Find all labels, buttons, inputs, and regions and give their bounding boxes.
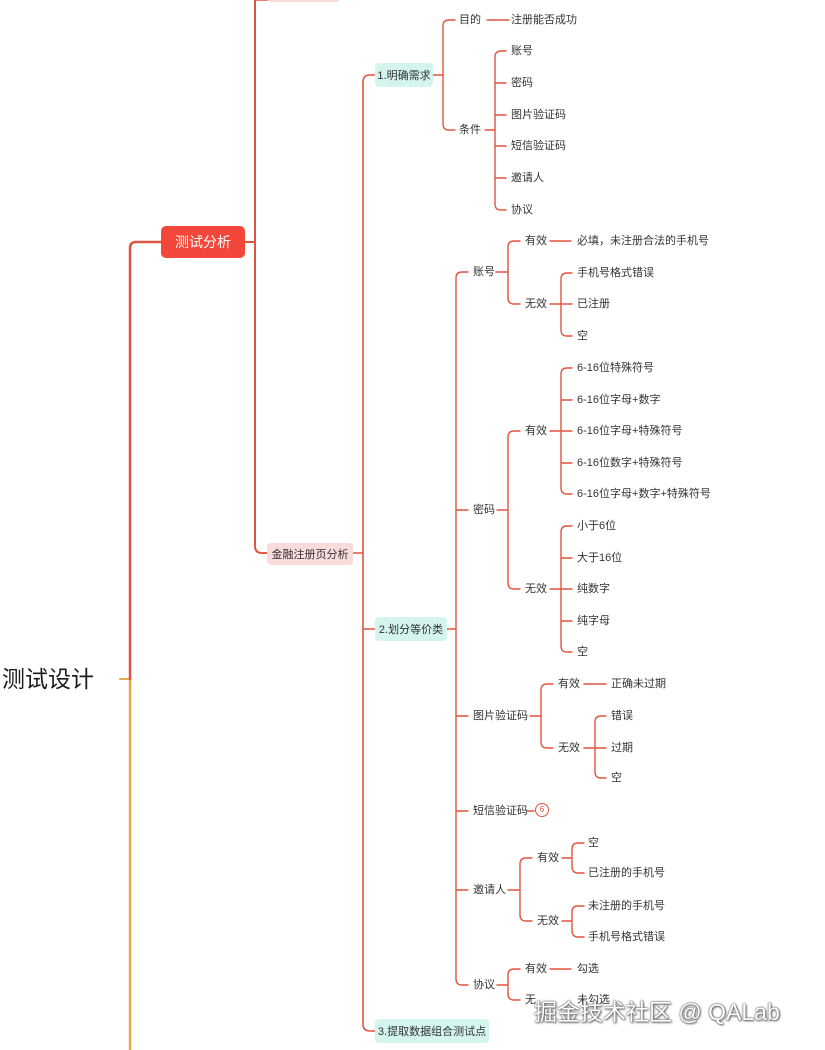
page-spine [352,74,376,1032]
inviter-valid-1[interactable]: 已注册的手机号 [588,867,665,879]
account-invalid-registered[interactable]: 已注册 [577,298,610,310]
cond-agreement[interactable]: 协议 [511,204,533,216]
conditions-label[interactable]: 条件 [459,124,481,136]
captcha-label[interactable]: 图片验证码 [473,710,528,722]
inviter-invalid-label[interactable]: 无效 [537,915,559,927]
password-label[interactable]: 密码 [473,504,495,516]
test-analysis-node[interactable]: 测试分析 [161,226,245,258]
password-valid-0[interactable]: 6-16位特殊符号 [577,362,655,374]
watermark-text: 掘金技术社区 @ QALab [534,999,780,1025]
password-valid-4[interactable]: 6-16位字母+数字+特殊符号 [577,488,711,500]
cond-sms-code[interactable]: 短信验证码 [511,140,566,152]
password-invalid-1[interactable]: 大于16位 [577,552,623,564]
password-valid-label[interactable]: 有效 [525,425,547,437]
main-spine [244,0,268,554]
cond-image-captcha[interactable]: 图片验证码 [511,109,566,121]
top-offscreen-node-box [267,0,340,2]
finance-register-node[interactable]: 金融注册页分析 [267,543,353,565]
purpose-label[interactable]: 目的 [459,14,481,26]
account-valid-label[interactable]: 有效 [525,235,547,247]
password-invalid-0[interactable]: 小于6位 [577,520,617,532]
inviter-invalid-1[interactable]: 手机号格式错误 [588,931,665,943]
root-node[interactable]: 测试设计 [2,666,94,692]
account-label[interactable]: 账号 [473,266,495,278]
captcha-invalid-label[interactable]: 无效 [558,742,580,754]
root-trunk-upper [128,240,163,681]
cond-password[interactable]: 密码 [511,77,533,89]
captcha-invalid-2[interactable]: 空 [611,772,622,784]
password-valid-3[interactable]: 6-16位数字+特殊符号 [577,457,683,469]
agreement-label[interactable]: 协议 [473,979,495,991]
inviter-label[interactable]: 邀请人 [473,884,506,896]
password-invalid-label[interactable]: 无效 [525,583,547,595]
password-invalid-3[interactable]: 纯字母 [577,615,610,627]
equivalence-class-node[interactable]: 2.划分等价类 [375,617,447,641]
sms-label[interactable]: 短信验证码 [473,805,528,817]
agreement-valid-value[interactable]: 勾选 [577,963,599,975]
cond-inviter[interactable]: 邀请人 [511,172,544,184]
inviter-valid-label[interactable]: 有效 [537,852,559,864]
account-valid-value[interactable]: 必填，未注册合法的手机号 [577,235,709,247]
password-invalid-2[interactable]: 纯数字 [577,583,610,595]
password-invalid-4[interactable]: 空 [577,646,588,658]
requirements-node[interactable]: 1.明确需求 [375,63,433,87]
sms-collapse-badge[interactable]: 6 [535,803,549,817]
captcha-invalid-1[interactable]: 过期 [611,742,633,754]
captcha-valid-label[interactable]: 有效 [558,678,580,690]
agreement-invalid-value[interactable]: 未勾选 [577,994,610,1006]
account-invalid-empty[interactable]: 空 [577,330,588,342]
account-invalid-label[interactable]: 无效 [525,298,547,310]
purpose-value[interactable]: 注册能否成功 [511,14,577,26]
password-valid-2[interactable]: 6-16位字母+特殊符号 [577,425,683,437]
cond-account[interactable]: 账号 [511,45,533,57]
captcha-invalid-0[interactable]: 错误 [611,710,633,722]
agreement-invalid-label[interactable]: 无 [525,994,536,1006]
account-invalid-format[interactable]: 手机号格式错误 [577,267,654,279]
extract-combination-node[interactable]: 3.提取数据组合测试点 [375,1019,489,1043]
inviter-invalid-0[interactable]: 未注册的手机号 [588,900,665,912]
captcha-valid-value[interactable]: 正确未过期 [611,678,666,690]
password-valid-1[interactable]: 6-16位字母+数字 [577,394,661,406]
agreement-valid-label[interactable]: 有效 [525,963,547,975]
inviter-valid-0[interactable]: 空 [588,837,599,849]
